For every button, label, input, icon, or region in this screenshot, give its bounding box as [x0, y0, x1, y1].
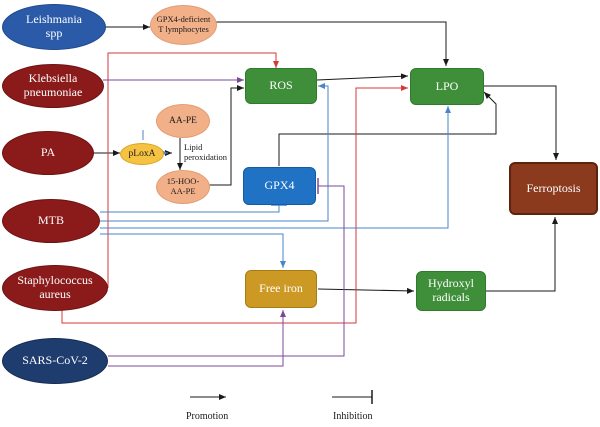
edge-hoo-to-ros — [205, 85, 244, 186]
mtb-node: MTB — [2, 199, 100, 243]
hoo-aape-node: 15-HOO-AA-PE — [156, 170, 210, 204]
ros-label: ROS — [269, 78, 293, 93]
aape-label: AA-PE — [169, 115, 197, 126]
hoo-aape-label: 15-HOO-AA-PE — [166, 176, 200, 196]
edge-staph-to-ros — [107, 52, 279, 288]
sars-label: SARS-CoV-2 — [22, 353, 88, 368]
mtb-label: MTB — [37, 213, 64, 228]
lipid-peroxidation-label: Lipid peroxidation — [184, 142, 227, 162]
klebsiella-node: Klebsiella pneumoniae — [2, 64, 104, 108]
pa-node: PA — [2, 131, 94, 175]
free-iron-label: Free iron — [259, 281, 303, 296]
legend-promotion-label: Promotion — [186, 411, 229, 422]
edge-freeiron-to-hydroxyl — [317, 287, 415, 294]
edge-hydroxyl-to-ferroptosis — [486, 217, 558, 292]
staph-label: Staphylococcus aureus — [17, 273, 93, 301]
gpx4-label: GPX4 — [264, 178, 295, 193]
edge-staph-to-lpo — [61, 85, 408, 324]
edge-lpo-to-ferroptosis — [484, 85, 559, 160]
gpx4-deficient-node: GPX4-deficient T lymphocytes — [150, 5, 217, 45]
ploxa-node: pLoxA — [120, 143, 164, 165]
edge-sars-inhibit-gpx4 — [108, 185, 345, 357]
ploxa-label: pLoxA — [128, 148, 156, 159]
lpo-node: LPO — [410, 68, 484, 105]
hydroxyl-node: Hydroxyl radicals — [416, 271, 486, 311]
edge-gpx4def-to-lpo — [216, 21, 449, 66]
staph-node: Staphylococcus aureus — [2, 265, 108, 311]
edge-mtb-to-ros — [100, 83, 329, 222]
edge-mtb-to-freeiron — [100, 233, 286, 268]
legend-inhibition-label: Inhibition — [333, 411, 373, 422]
pa-label: PA — [40, 145, 56, 160]
ferroptosis-node: Ferroptosis — [509, 162, 598, 215]
gpx4-node: GPX4 — [243, 167, 316, 205]
hydroxyl-label: Hydroxyl radicals — [428, 276, 474, 304]
leishmania-node: Leishmania spp — [2, 4, 106, 50]
edge-mtb-inhibit-gpx4 — [100, 205, 280, 213]
sars-node: SARS-CoV-2 — [2, 338, 108, 384]
edge-ros-to-lpo — [316, 73, 409, 81]
leishmania-label: Leishmania spp — [26, 12, 82, 40]
aape-node: AA-PE — [156, 104, 210, 138]
klebsiella-label: Klebsiella pneumoniae — [23, 71, 83, 99]
edge-gpx4-to-lpo — [278, 91, 497, 166]
edge-mtb-to-lpo — [100, 106, 451, 229]
free-iron-node: Free iron — [245, 270, 317, 308]
lpo-label: LPO — [435, 78, 459, 93]
edge-sars-to-freeiron — [108, 310, 286, 367]
ros-node: ROS — [245, 68, 317, 104]
gpx4-deficient-label: GPX4-deficient T lymphocytes — [156, 14, 211, 34]
ferroptosis-label: Ferroptosis — [526, 180, 581, 195]
